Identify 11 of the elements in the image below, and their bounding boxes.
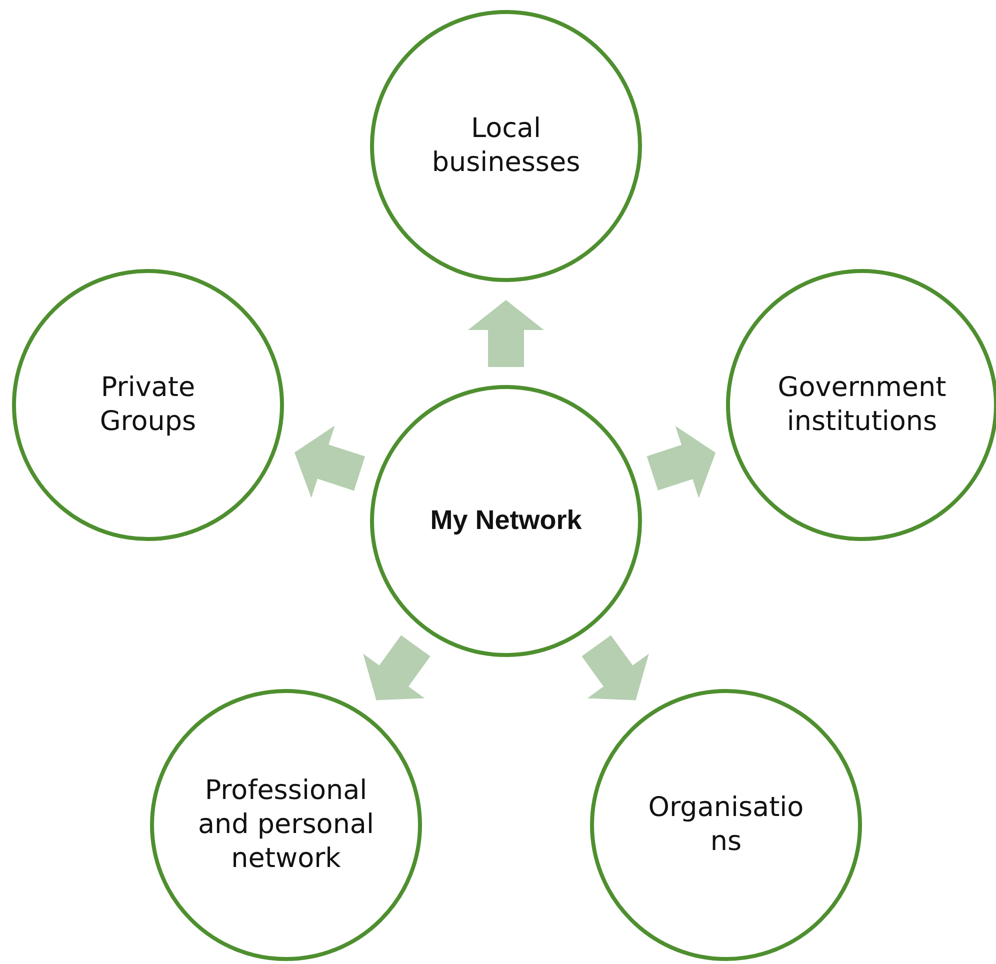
block-arrow (582, 635, 649, 700)
node-label: Professional and personal network (197, 774, 375, 876)
center-label: My Network (430, 504, 582, 538)
block-arrow (294, 426, 365, 498)
block-arrow (363, 635, 430, 700)
node-label: Organisatio ns (647, 791, 805, 859)
node-label: Private Groups (98, 371, 198, 439)
block-arrow (468, 300, 544, 367)
block-arrow (646, 426, 716, 498)
node-label: Government institutions (776, 371, 948, 439)
node-label: Local businesses (430, 112, 582, 180)
